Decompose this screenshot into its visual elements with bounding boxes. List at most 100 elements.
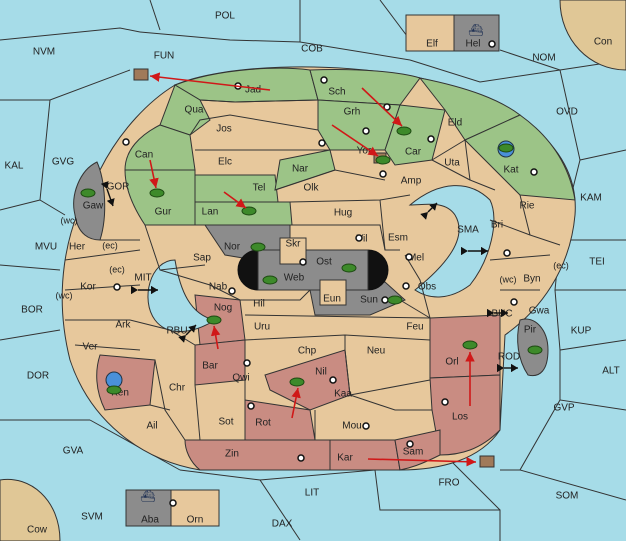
land-label: Nar <box>292 164 309 175</box>
land-label: Nor <box>224 242 241 253</box>
land-label: Can <box>135 150 153 161</box>
supply-center-icon <box>299 258 307 266</box>
sea-label: SOM <box>556 491 579 502</box>
tank-icon[interactable] <box>341 263 357 273</box>
sea-label: POL <box>215 11 235 22</box>
supply-center-icon <box>320 76 328 84</box>
land-label: Grh <box>344 107 361 118</box>
land-label: Amp <box>401 176 422 187</box>
ship-icon: ⛴ <box>140 489 155 503</box>
supply-center-icon <box>297 454 305 462</box>
land-label: Esm <box>388 233 408 244</box>
land-label: Sot <box>218 417 233 428</box>
supply-center-icon <box>427 135 435 143</box>
supply-center-icon <box>402 282 410 290</box>
canal-connections <box>100 181 518 373</box>
land-label: Con <box>594 37 612 48</box>
land-qua[interactable] <box>159 84 211 136</box>
red-territories <box>96 294 501 471</box>
sea-label: NOM <box>532 53 555 64</box>
sea-label: ROD <box>498 352 520 363</box>
tank-icon[interactable] <box>149 188 165 198</box>
land-tel[interactable] <box>194 174 279 203</box>
land-label: Rie <box>519 201 534 212</box>
tank-icon[interactable] <box>250 242 266 252</box>
land-label: Ver <box>82 342 98 353</box>
land-label: Yor <box>357 146 372 157</box>
double-arrow <box>420 202 438 220</box>
tank-icon[interactable] <box>387 295 403 305</box>
land-sch[interactable] <box>309 68 421 106</box>
tank-icon[interactable] <box>498 143 514 153</box>
coast-tag: (ec) <box>109 264 125 274</box>
supply-center-icon <box>318 139 326 147</box>
land-label: Skr <box>286 239 302 250</box>
supply-center-icon <box>355 234 363 242</box>
land-label: Elf <box>426 39 438 50</box>
land-label: Ail <box>146 421 157 432</box>
sea-label: LIT <box>305 488 319 499</box>
land-label: Qwi <box>232 373 249 384</box>
fleet-fun[interactable] <box>133 68 149 81</box>
tank-icon[interactable] <box>241 206 257 216</box>
land-kat[interactable] <box>464 114 576 201</box>
red-arrow <box>367 456 477 467</box>
land-label: Cow <box>27 525 48 536</box>
tank-icon[interactable] <box>375 155 391 165</box>
land-label: Pir <box>524 325 537 336</box>
land-label: Hil <box>253 299 265 310</box>
supply-center-icon <box>362 422 370 430</box>
land-nil[interactable] <box>264 349 351 411</box>
armies <box>80 126 543 395</box>
sea-label: FUN <box>154 51 175 62</box>
land-orn[interactable] <box>170 489 220 527</box>
land-ken[interactable] <box>96 354 156 411</box>
land-labels: Con Elf Hel Jad Sch Qua Jos Grh Eld Can … <box>27 37 612 536</box>
tank-icon[interactable] <box>262 275 278 285</box>
tank-icon[interactable] <box>289 377 305 387</box>
sea-label: GVG <box>52 157 74 168</box>
red-arrow <box>361 87 403 127</box>
sea-label: KAL <box>5 161 24 172</box>
land-zin[interactable] <box>184 439 331 471</box>
sea-label: SVM <box>81 512 103 523</box>
land-label: Aba <box>141 515 159 526</box>
tank-icon[interactable] <box>206 315 222 325</box>
land-label: Hel <box>465 39 480 50</box>
sea-label: DOR <box>27 371 49 382</box>
supply-center-icon <box>441 398 449 406</box>
land-label: Uru <box>254 322 270 333</box>
tank-icon[interactable] <box>527 345 543 355</box>
land-label: Gwa <box>529 306 550 317</box>
land-label: Uta <box>444 158 460 169</box>
ship-icon: ⛴ <box>468 23 483 37</box>
supply-center-icon <box>503 249 511 257</box>
land-label: Neu <box>367 346 385 357</box>
land-label: Elc <box>218 157 232 168</box>
land-gur[interactable] <box>124 169 196 226</box>
land-label: Sam <box>403 447 424 458</box>
land-elf[interactable] <box>405 14 455 52</box>
fleet-fro[interactable] <box>479 455 495 468</box>
supply-center-icon <box>329 376 337 384</box>
land-label: Hug <box>334 208 352 219</box>
red-arrow <box>291 387 301 419</box>
supply-center-icon <box>406 440 414 448</box>
land-eun[interactable] <box>319 279 347 306</box>
supply-center-icon <box>113 283 121 291</box>
tank-icon[interactable] <box>396 126 412 136</box>
land-label: Ark <box>116 320 132 331</box>
sea-label: BUC <box>491 309 512 320</box>
sea-label: ALT <box>602 366 620 377</box>
sea-label: RBU <box>166 326 187 337</box>
land-label: Nog <box>214 303 232 314</box>
land-label: Kar <box>337 453 353 464</box>
land-label: Car <box>405 147 422 158</box>
sea-label: SMA <box>457 225 479 236</box>
tank-icon[interactable] <box>80 188 96 198</box>
land-label: Bri <box>491 220 503 231</box>
tank-icon[interactable] <box>462 340 478 350</box>
tank-icon[interactable] <box>106 385 122 395</box>
land-label: Los <box>452 412 468 423</box>
